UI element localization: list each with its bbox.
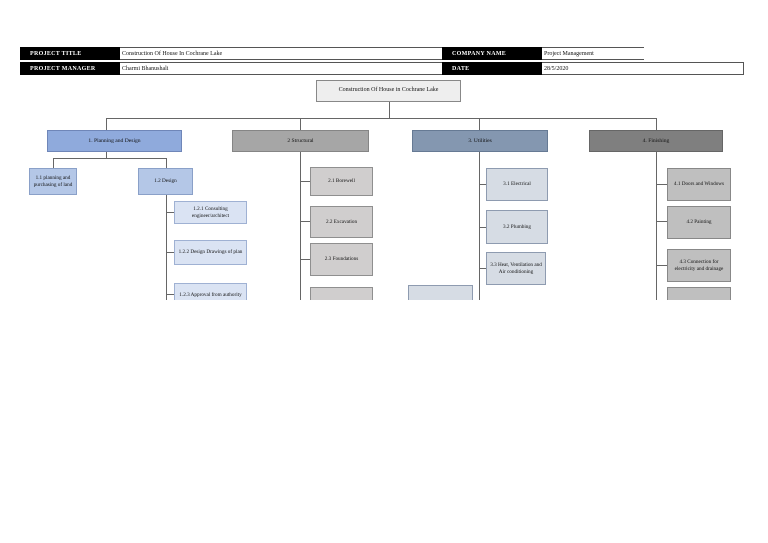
design-spine <box>166 195 167 305</box>
level1-bus <box>106 118 657 119</box>
structural-tick-1 <box>300 181 310 182</box>
finishing-spine <box>656 152 657 307</box>
structural-node[interactable]: 2 Structural <box>232 130 369 152</box>
utilities-node[interactable]: 3. Utilities <box>412 130 548 152</box>
wbs-root-node[interactable]: Construction Of House in Cochrane Lake <box>316 80 461 102</box>
planning-down <box>106 152 107 158</box>
design-tick-3 <box>166 294 174 295</box>
structural-tick-2 <box>300 221 310 222</box>
utilities-tick-3 <box>479 268 486 269</box>
date-value: 28/5/2020 <box>542 62 744 75</box>
company-name-label: COMPANY NAME <box>442 47 542 60</box>
design-tick-1 <box>166 212 174 213</box>
structural-tick-3 <box>300 259 310 260</box>
doors-windows-node[interactable]: 4.1 Doors and Windows <box>667 168 731 201</box>
electrical-node[interactable]: 3.1 Electrical <box>486 168 548 201</box>
connector-utilities <box>479 118 480 130</box>
project-title-value: Construction Of House In Cochrane Lake <box>120 47 442 60</box>
finishing-tick-3 <box>656 265 667 266</box>
connector-planning <box>106 118 107 130</box>
finishing-tick-2 <box>656 221 667 222</box>
planning-to-1-2 <box>166 158 167 168</box>
finishing-node[interactable]: 4. Finishing <box>589 130 723 152</box>
design-tick-2 <box>166 252 174 253</box>
utilities-tick-2 <box>479 227 486 228</box>
planning-bus <box>53 158 166 159</box>
excavation-node[interactable]: 2.2 Excavation <box>310 206 373 238</box>
connector-structural <box>300 118 301 130</box>
design-drawings-node[interactable]: 1.2.2 Design Drawings of plan <box>174 240 247 265</box>
company-name-value: Project Management <box>542 47 644 60</box>
structural-spine <box>300 152 301 307</box>
consulting-engineer-node[interactable]: 1.2.1 Consulting engineer/architect <box>174 201 247 224</box>
planning-to-1-1 <box>53 158 54 168</box>
utilities-spine <box>479 152 480 307</box>
utilities-tick-1 <box>479 184 486 185</box>
planning-design-node[interactable]: 1. Planning and Design <box>47 130 182 152</box>
project-title-label: PROJECT TITLE <box>20 47 120 60</box>
finishing-tick-1 <box>656 184 667 185</box>
date-label: DATE <box>442 62 542 75</box>
foundations-node[interactable]: 2.3 Foundations <box>310 243 373 276</box>
borewell-node[interactable]: 2.1 Borewell <box>310 167 373 196</box>
blank-page-area <box>0 300 768 543</box>
project-manager-label: PROJECT MANAGER <box>20 62 120 75</box>
hvac-node[interactable]: 3.3 Heat, Ventilation and Air conditioni… <box>486 252 546 285</box>
plumbing-node[interactable]: 3.2 Plumbing <box>486 210 548 244</box>
connector-finishing <box>656 118 657 130</box>
design-node[interactable]: 1.2 Design <box>138 168 193 195</box>
root-connector <box>389 102 390 118</box>
planning-land-node[interactable]: 1.1 planning and purchasing of land <box>29 168 77 195</box>
painting-node[interactable]: 4.2 Painting <box>667 206 731 239</box>
connection-electricity-drainage-node[interactable]: 4.3 Connection for electricity and drain… <box>667 249 731 282</box>
project-manager-value: Charmi Bhanushali <box>120 62 442 75</box>
